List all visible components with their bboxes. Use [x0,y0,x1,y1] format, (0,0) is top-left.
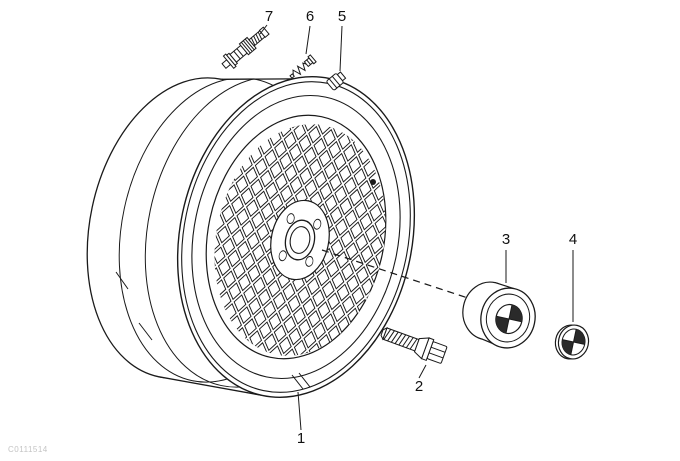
hub-cap-roundel [493,302,525,336]
callout-4-label: 4 [569,231,577,248]
callout-1-label: 1 [297,430,305,447]
lug-bolt-holes [278,213,322,267]
callout-7-label: 7 [265,8,273,25]
valve-threads [250,31,263,46]
valve-stem-illustration [221,26,270,70]
emblem-roundel [555,322,591,361]
callout-3: 3 [502,231,510,283]
callout-6-label: 6 [306,8,314,25]
emblem-illustration [554,322,591,361]
callout-6: 6 [305,8,314,55]
valve-core-illustration [289,54,317,79]
wheel-barrel-ticks [115,271,153,341]
callout-7: 7 [259,8,273,35]
callout-2-label: 2 [415,378,423,395]
callout-4: 4 [569,231,577,322]
diagram-code-watermark: C0111514 [8,445,48,454]
hub-bore-inner [288,225,313,255]
rim-valve-hole [370,179,376,185]
callout-5-label: 5 [338,8,346,25]
valve-core-spring [292,62,307,76]
bolt-tip [380,326,388,341]
callouts: 1 2 3 4 5 6 7 [259,8,577,447]
rim-bottom-ticks [291,372,311,390]
bolt-threads [383,329,418,350]
wheel-bolt-illustration [380,326,448,364]
callout-3-label: 3 [502,231,510,248]
alloy-wheel-illustration [86,76,416,398]
callout-1: 1 [297,391,305,447]
valve-cap-illustration [326,71,347,91]
callout-5: 5 [338,8,346,72]
hub-cap-illustration [462,281,536,349]
wheel-center [193,108,407,372]
hub-axis-dashed-line [321,249,478,302]
callout-2: 2 [415,364,427,395]
